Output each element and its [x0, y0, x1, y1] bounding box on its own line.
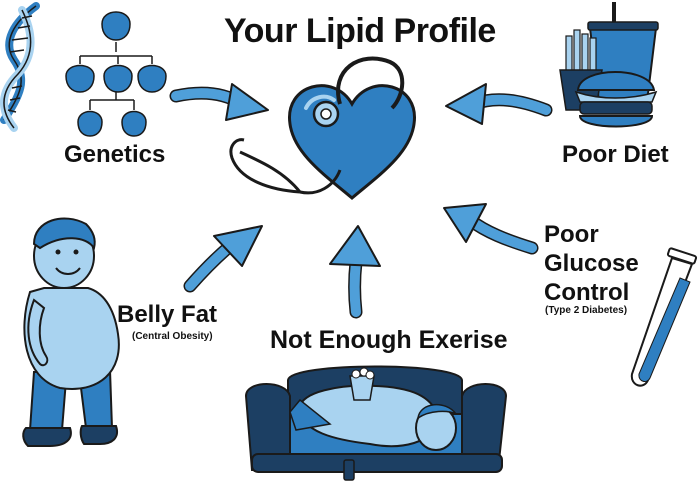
arrow-poor-glucose — [443, 203, 539, 255]
poor-glucose-line-1: Poor — [544, 221, 599, 248]
poor-glucose-line-2: Glucose — [544, 250, 639, 277]
dna-helix-icon — [0, 2, 40, 132]
belly-fat-note: (Central Obesity) — [132, 331, 213, 342]
exercise-label: Not Enough Exerise — [270, 326, 508, 354]
poor-glucose-line-3: Control — [544, 279, 630, 306]
test-tube-icon — [630, 247, 698, 387]
man-on-couch-icon — [244, 365, 508, 481]
poor-glucose-note: (Type 2 Diabetes) — [545, 305, 628, 316]
arrow-exercise — [329, 225, 381, 319]
burger-fries-soda-icon — [559, 2, 659, 128]
arrow-belly-fat — [183, 225, 263, 293]
poor-glucose-label: Poor Glucose Control — [544, 220, 694, 307]
family-tree-icon — [65, 11, 167, 137]
page-title: Your Lipid Profile — [224, 12, 496, 50]
poor-diet-label: Poor Diet — [562, 141, 669, 168]
genetics-label: Genetics — [64, 141, 166, 168]
belly-fat-label: Belly Fat — [117, 301, 218, 328]
overweight-man-icon — [22, 217, 120, 447]
heart-stethoscope-icon — [229, 56, 416, 200]
arrow-poor-diet — [445, 83, 553, 125]
arrow-genetics — [169, 83, 269, 121]
